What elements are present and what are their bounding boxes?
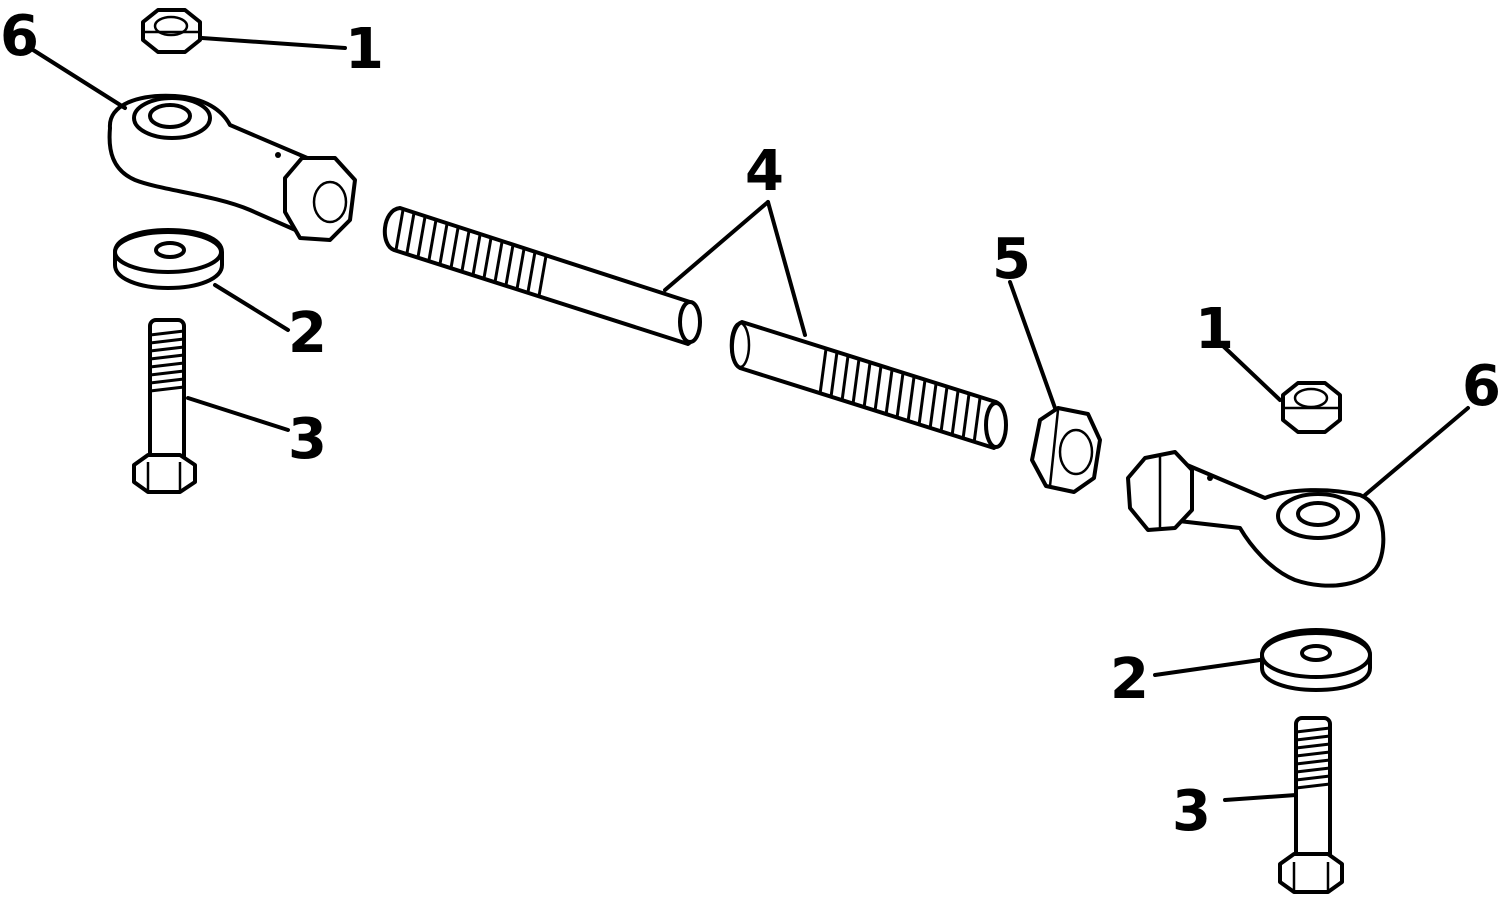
rod — [382, 206, 1008, 450]
callout-label: 5 — [992, 227, 1031, 292]
rodend-left — [107, 93, 357, 242]
nut-top-right — [1281, 381, 1342, 434]
callout-label: 1 — [345, 17, 384, 82]
leader-line — [200, 36, 347, 50]
callout-label: 2 — [1110, 647, 1149, 712]
bolt-right — [1278, 716, 1344, 894]
jam-nut — [1030, 406, 1102, 494]
leader-line — [1220, 343, 1282, 402]
leader-line — [213, 283, 290, 332]
callout-label: 4 — [745, 139, 784, 204]
leader-line — [663, 200, 770, 292]
leader-line — [28, 46, 127, 110]
nut-top-left — [141, 8, 202, 54]
washer-left — [113, 228, 224, 290]
callout-label: 1 — [1195, 297, 1234, 362]
callout-label: 6 — [0, 4, 39, 69]
bolt-left — [132, 318, 197, 494]
callout-label: 3 — [1172, 779, 1211, 844]
leader-line — [1363, 406, 1470, 497]
callout-label: 6 — [1462, 354, 1500, 419]
leader-line — [186, 396, 290, 432]
rodend-right — [1126, 450, 1386, 588]
callout-label: 3 — [288, 407, 327, 472]
leader-line — [766, 200, 807, 337]
leader-line — [1008, 280, 1057, 410]
washer-right — [1260, 628, 1372, 692]
leader-line — [1153, 658, 1262, 677]
callout-label: 2 — [288, 301, 327, 366]
leader-line — [1223, 793, 1298, 802]
